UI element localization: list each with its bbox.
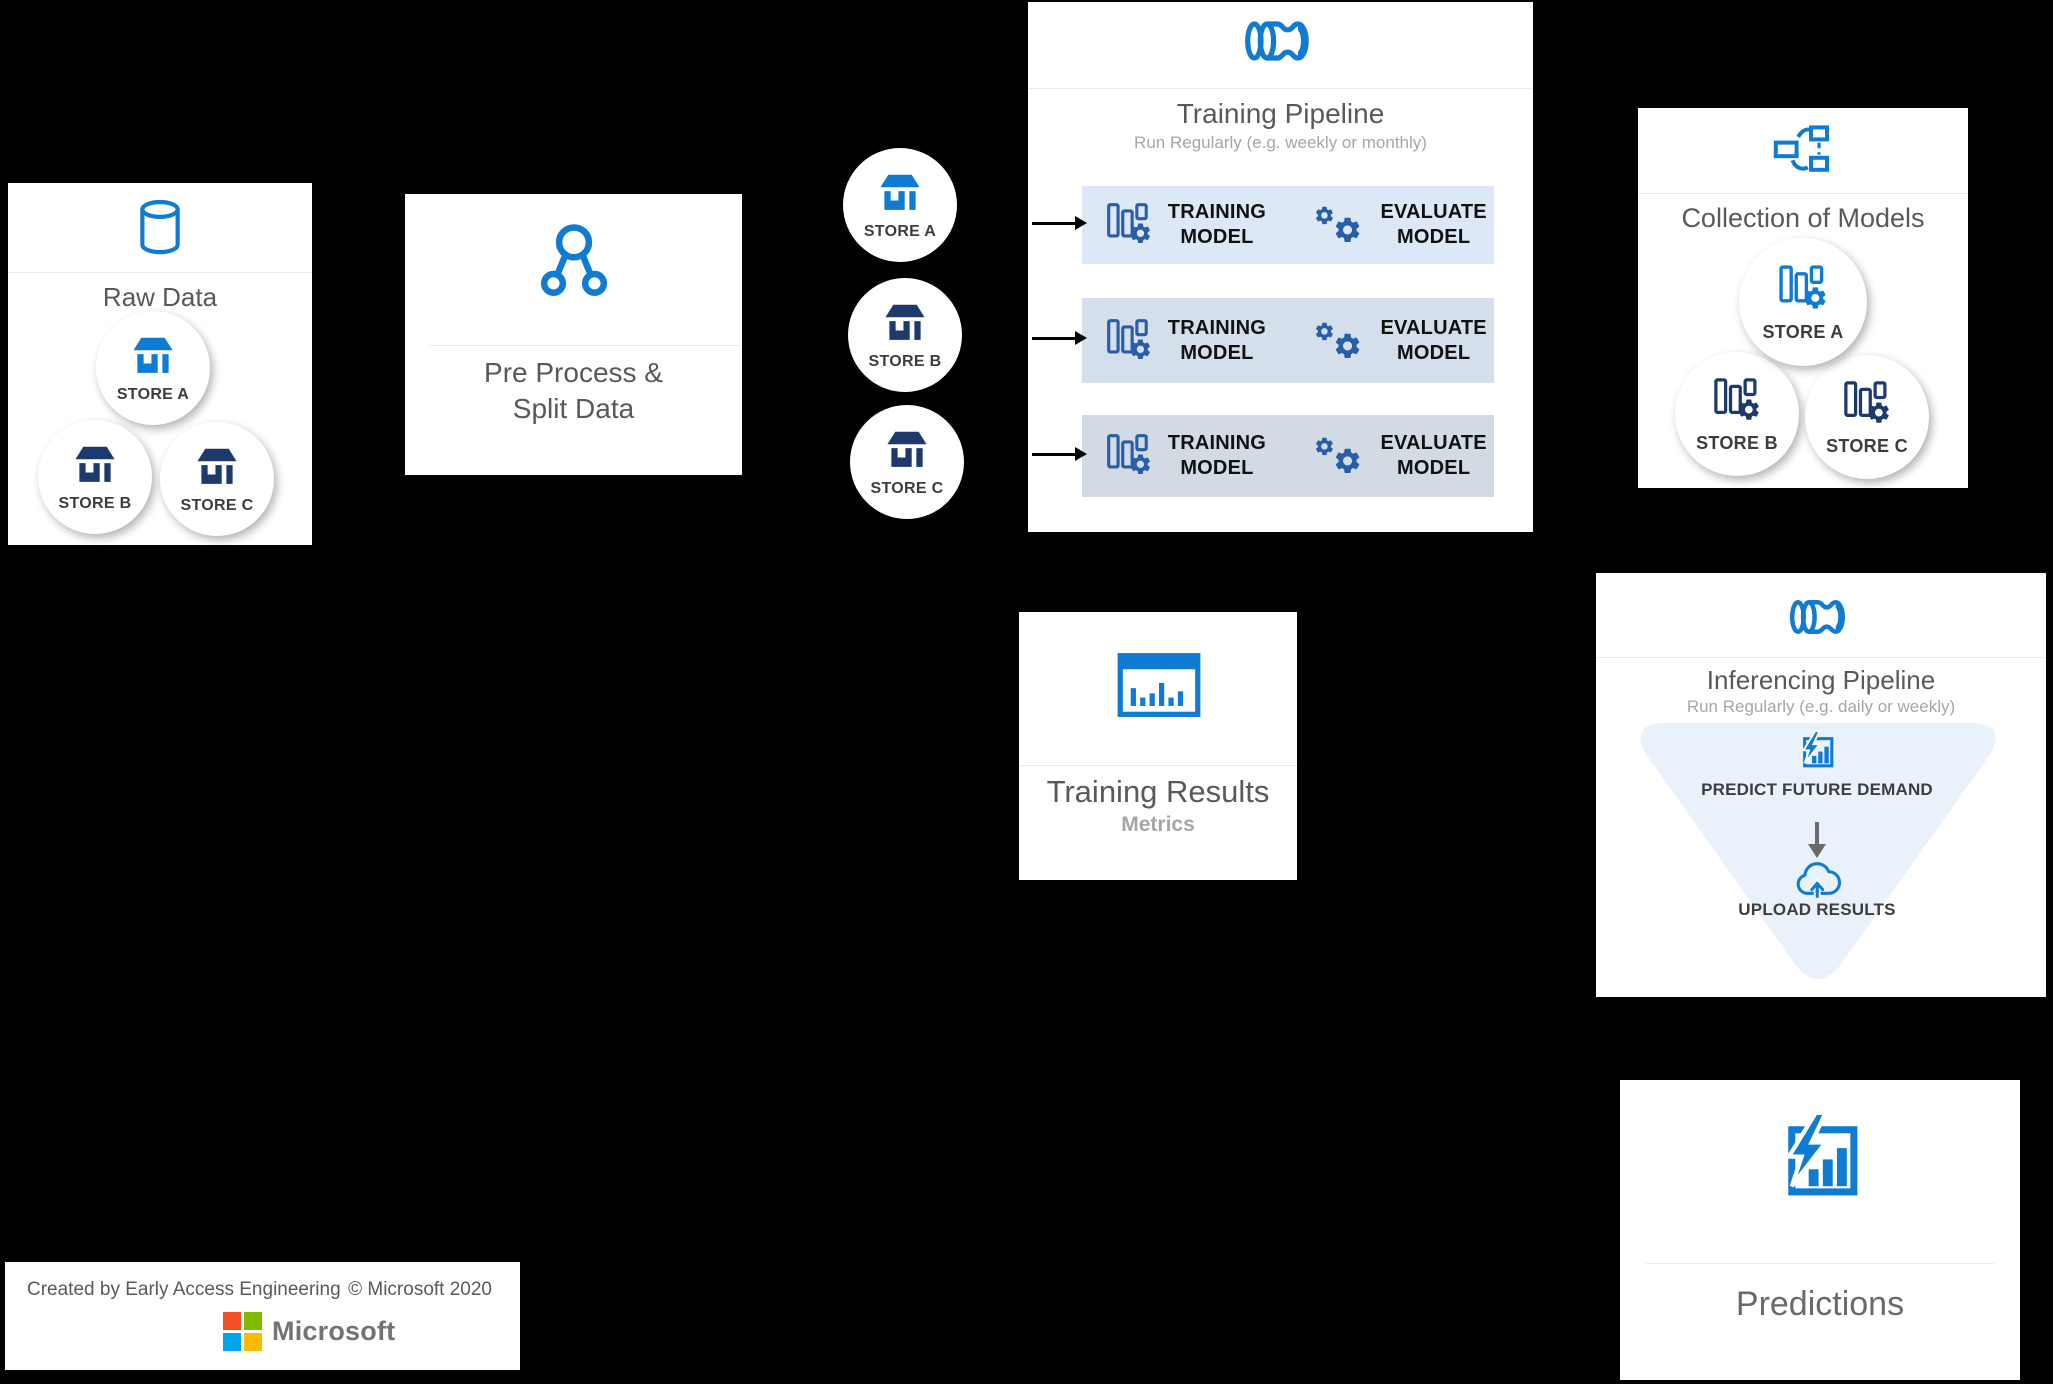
raw-store-c-circle: STORE C bbox=[160, 422, 274, 536]
training-pipeline-panel: Training Pipeline Run Regularly (e.g. we… bbox=[1028, 2, 1533, 532]
microsoft-logo-squares bbox=[223, 1312, 262, 1351]
model-gear-icon bbox=[1776, 262, 1830, 316]
raw-store-b-circle: STORE B bbox=[38, 420, 152, 534]
split-icon bbox=[529, 220, 619, 302]
training-model-label: TRAINING MODEL bbox=[1167, 316, 1267, 364]
logo-square-blue bbox=[223, 1333, 241, 1351]
preprocess-title-line2: Split Data bbox=[512, 393, 635, 424]
storefront-icon bbox=[882, 427, 932, 474]
training-row: TRAINING MODEL EVALUATE MODEL bbox=[1082, 186, 1494, 264]
inferencing-pipeline-panel: Inferencing Pipeline Run Regularly (e.g.… bbox=[1596, 573, 2046, 997]
cloud-upload-icon bbox=[1793, 861, 1843, 901]
store-label: STORE A bbox=[116, 385, 190, 403]
raw-data-title: Raw Data bbox=[102, 282, 218, 312]
store-label: STORE B bbox=[868, 352, 942, 370]
storefront-icon bbox=[880, 300, 930, 347]
model-gear-icon bbox=[1104, 427, 1154, 485]
logo-square-green bbox=[244, 1312, 262, 1330]
divider bbox=[429, 345, 741, 346]
training-pipeline-title: Training Pipeline bbox=[1176, 98, 1385, 129]
divider bbox=[8, 272, 312, 273]
pipeline-icon bbox=[1789, 595, 1853, 639]
source-store-c-circle: STORE C bbox=[850, 405, 964, 519]
upload-results-label: UPLOAD RESULTS bbox=[1738, 900, 1896, 919]
storefront-icon bbox=[875, 170, 925, 217]
divider bbox=[1638, 193, 1968, 194]
store-label: STORE A bbox=[1762, 321, 1844, 342]
training-row: TRAINING MODEL EVALUATE MODEL bbox=[1082, 298, 1494, 383]
inferencing-subtitle: Run Regularly (e.g. daily or weekly) bbox=[1686, 697, 1956, 716]
storefront-icon bbox=[70, 442, 120, 489]
storefront-icon bbox=[128, 333, 178, 380]
model-store-a-circle: STORE A bbox=[1739, 238, 1867, 366]
credit-text: Created by Early Access Engineering bbox=[27, 1279, 341, 1300]
preprocess-panel: Pre Process & Split Data bbox=[405, 194, 742, 475]
footer-panel: Created by Early Access Engineering © Mi… bbox=[5, 1262, 520, 1370]
training-pipeline-subtitle: Run Regularly (e.g. weekly or monthly) bbox=[1134, 133, 1427, 152]
model-gear-icon bbox=[1104, 196, 1154, 254]
model-gear-icon bbox=[1711, 375, 1763, 427]
training-model-label: TRAINING MODEL bbox=[1167, 201, 1267, 248]
model-gear-icon bbox=[1104, 312, 1154, 370]
logo-square-red bbox=[223, 1312, 241, 1330]
training-results-subtitle: Metrics bbox=[1121, 813, 1195, 836]
store-label: STORE C bbox=[870, 479, 944, 497]
double-gears-icon bbox=[1312, 432, 1365, 480]
evaluate-model-label: EVALUATE MODEL bbox=[1380, 432, 1487, 479]
raw-store-a-circle: STORE A bbox=[96, 311, 210, 425]
microsoft-wordmark: Microsoft bbox=[272, 1316, 396, 1346]
logo-square-yellow bbox=[244, 1333, 262, 1351]
copyright-text: © Microsoft 2020 bbox=[348, 1279, 492, 1300]
predictions-title: Predictions bbox=[1735, 1285, 1905, 1323]
store-label: STORE B bbox=[1696, 432, 1778, 453]
evaluate-model-label: EVALUATE MODEL bbox=[1380, 201, 1487, 248]
double-gears-icon bbox=[1312, 201, 1365, 249]
lightning-chart-icon bbox=[1772, 1110, 1868, 1206]
model-store-c-circle: STORE C bbox=[1805, 355, 1929, 479]
collection-title: Collection of Models bbox=[1681, 203, 1925, 233]
arrow-right-icon bbox=[1032, 216, 1087, 230]
source-store-b-circle: STORE B bbox=[848, 278, 962, 392]
training-results-panel: Training Results Metrics bbox=[1019, 612, 1297, 880]
source-store-a-circle: STORE A bbox=[843, 148, 957, 262]
training-model-label: TRAINING MODEL bbox=[1167, 432, 1267, 479]
store-label: STORE A bbox=[863, 222, 937, 240]
lightning-chart-icon bbox=[1796, 730, 1838, 772]
divider bbox=[1646, 1263, 1994, 1264]
divider bbox=[1019, 765, 1297, 766]
predict-future-demand-label: PREDICT FUTURE DEMAND bbox=[1701, 780, 1933, 799]
arrow-right-icon bbox=[1032, 447, 1087, 461]
training-results-title: Training Results bbox=[1046, 774, 1270, 809]
pipeline-icon bbox=[1244, 16, 1318, 66]
store-label: STORE C bbox=[1826, 435, 1908, 456]
inferencing-title: Inferencing Pipeline bbox=[1706, 665, 1936, 695]
predictions-panel: Predictions bbox=[1620, 1080, 2020, 1380]
double-gears-icon bbox=[1312, 317, 1365, 365]
model-gear-icon bbox=[1841, 378, 1893, 430]
store-label: STORE C bbox=[180, 496, 254, 514]
training-row: TRAINING MODEL EVALUATE MODEL bbox=[1082, 415, 1494, 497]
divider bbox=[1028, 88, 1533, 89]
preprocess-title-line1: Pre Process & bbox=[484, 357, 663, 388]
model-store-b-circle: STORE B bbox=[1675, 352, 1799, 476]
divider bbox=[1596, 657, 2046, 658]
store-label: STORE B bbox=[58, 494, 132, 512]
microsoft-logo: Microsoft bbox=[223, 1312, 395, 1351]
evaluate-model-label: EVALUATE MODEL bbox=[1380, 316, 1487, 364]
chart-window-icon bbox=[1115, 650, 1203, 720]
storefront-icon bbox=[192, 444, 242, 491]
arrow-down-icon bbox=[1808, 822, 1826, 858]
collection-of-models-icon bbox=[1771, 123, 1835, 175]
arrow-right-icon bbox=[1032, 331, 1087, 345]
database-icon bbox=[134, 197, 186, 259]
